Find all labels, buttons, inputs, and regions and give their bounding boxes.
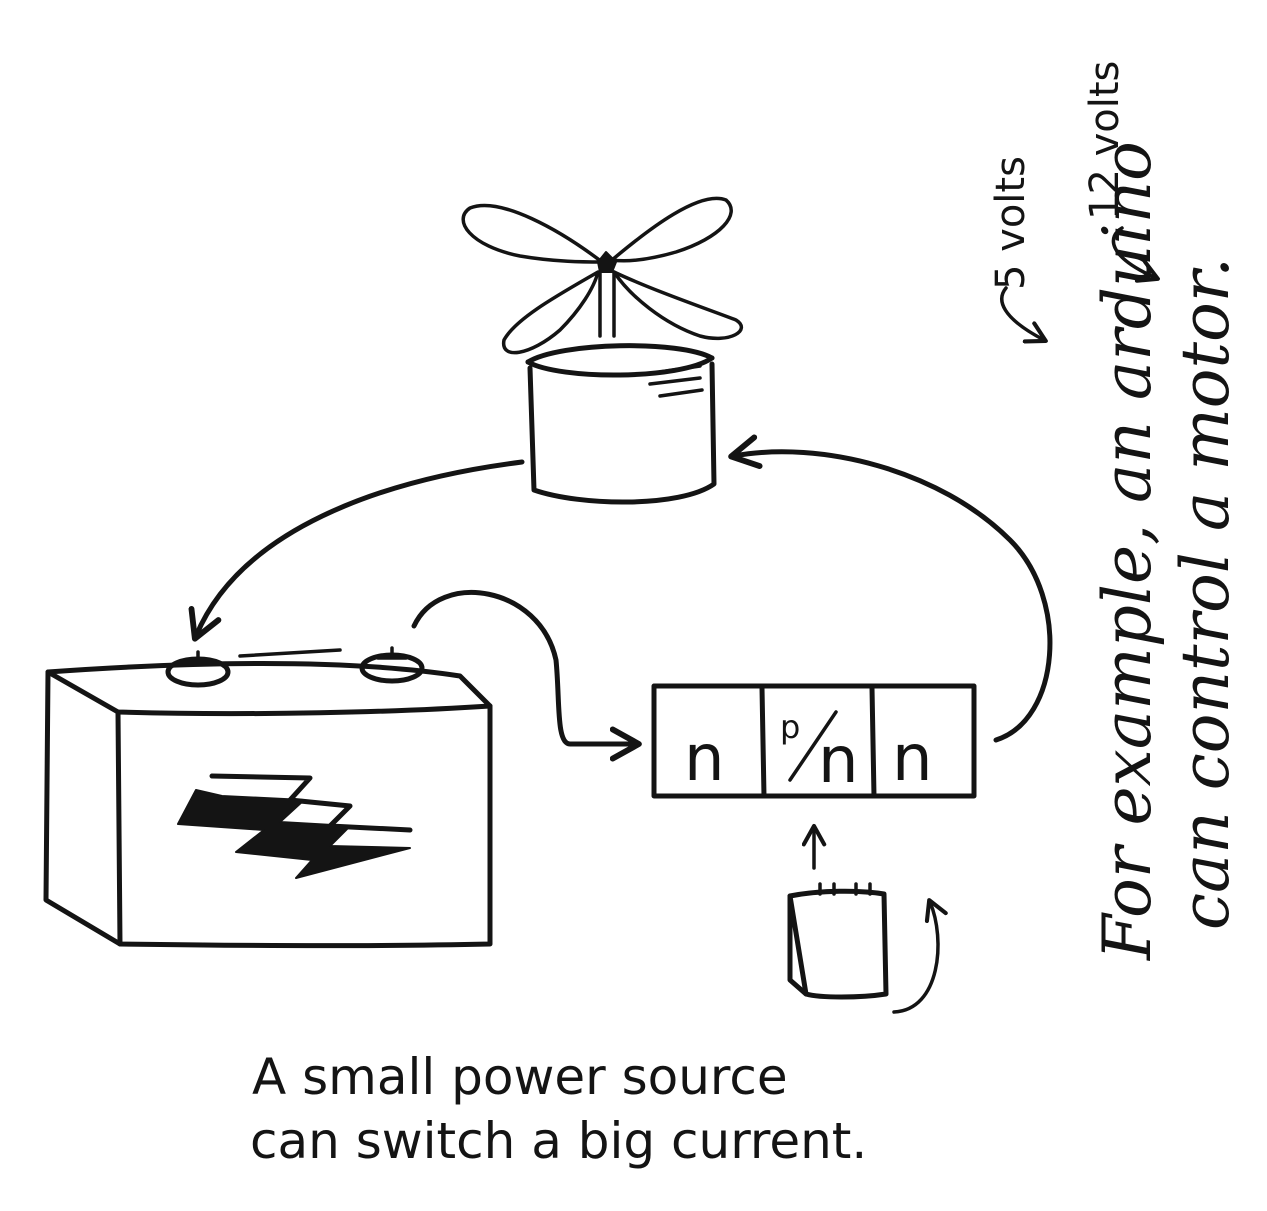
transistor-left-cell: n xyxy=(684,722,725,796)
volts-5-label: 5 volts xyxy=(988,156,1034,290)
side-note-line2: can control a motor. xyxy=(1167,257,1244,930)
wire-transistor-to-motor xyxy=(728,434,1053,743)
transistor-right-cell: n xyxy=(892,722,933,796)
transistor-middle-bottom: n xyxy=(818,724,859,798)
transistor-outline xyxy=(651,683,977,799)
battery-terminal-negative xyxy=(165,650,231,688)
wire-battery-to-transistor xyxy=(411,590,642,762)
motor-icon xyxy=(461,196,744,505)
volts-12-group: 12 volts xyxy=(1082,61,1128,220)
battery-icon xyxy=(43,646,493,948)
caption-line2: can switch a big current. xyxy=(250,1112,867,1170)
wire-motor-to-battery xyxy=(188,459,525,642)
volts-5-arrow xyxy=(1000,286,1048,344)
wire-small-source-loop xyxy=(892,898,948,1014)
volts-12-label: 12 volts xyxy=(1082,61,1128,220)
small-battery-icon xyxy=(787,882,889,1000)
battery-terminal-positive xyxy=(359,646,425,684)
caption-line1: A small power source xyxy=(252,1048,788,1106)
transistor-npn: n p n n xyxy=(651,683,977,799)
lightning-bolt-icon xyxy=(177,773,413,879)
transistor-middle-top: p xyxy=(780,708,800,746)
volts-5-group: 5 volts xyxy=(988,156,1034,290)
fan-blades xyxy=(461,196,744,355)
side-note-2: can control a motor. xyxy=(1167,257,1244,930)
volts-12-arrow xyxy=(1111,226,1160,283)
